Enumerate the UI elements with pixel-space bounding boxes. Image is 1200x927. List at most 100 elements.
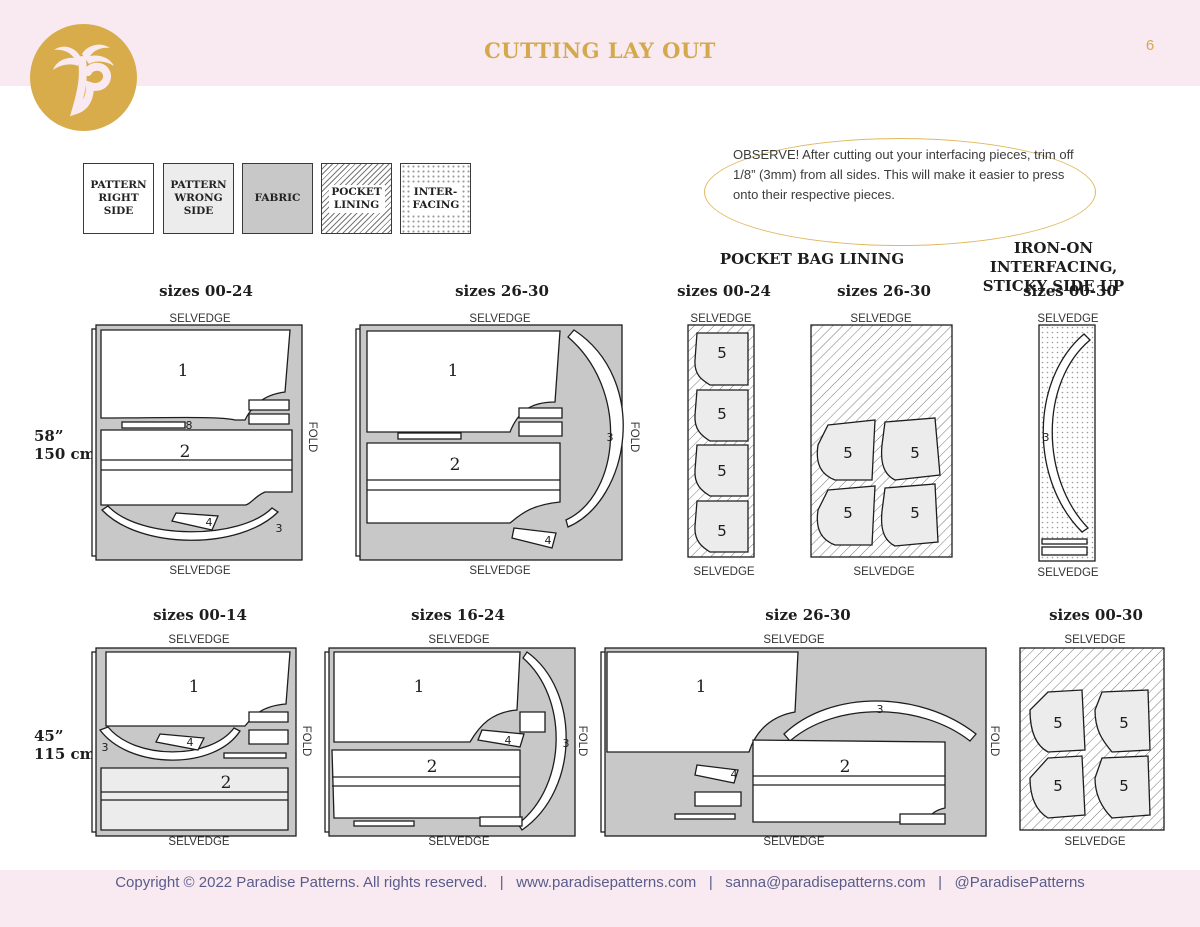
width-cm: 115 cm	[34, 745, 96, 763]
page-title: CUTTING LAY OUT	[484, 38, 716, 63]
width-inch: 45”	[34, 727, 64, 745]
piece-number: 1	[178, 361, 189, 381]
fold-label: FOLD	[576, 726, 588, 757]
layout-58-sizes-00-24	[91, 324, 303, 561]
observe-note: OBSERVE! After cutting out your interfac…	[733, 147, 1074, 202]
selvedge-label: SELVEDGE	[169, 313, 230, 325]
piece-number: 3	[102, 741, 109, 754]
page-number: 6	[1145, 37, 1155, 54]
piece-number: 5	[843, 504, 853, 522]
selvedge-label: SELVEDGE	[168, 836, 229, 848]
size-label: sizes 00-30	[1049, 606, 1143, 624]
legend-fabric: FABRIC	[242, 163, 313, 234]
piece-number: 5	[910, 444, 920, 462]
legend-label: PATTERN RIGHT SIDE	[90, 179, 147, 217]
piece-number: 5	[1119, 777, 1129, 795]
piece-number: 5	[717, 405, 727, 423]
selvedge-label: SELVEDGE	[428, 634, 489, 646]
fabric-width-58: 58” 150 cm	[34, 427, 96, 463]
selvedge-label: SELVEDGE	[850, 313, 911, 325]
selvedge-label: SELVEDGE	[1037, 313, 1098, 325]
selvedge-label: SELVEDGE	[469, 313, 530, 325]
piece-number: 4	[187, 736, 194, 749]
size-label: sizes 00-24	[159, 282, 253, 300]
size-label: sizes 00-30	[1023, 282, 1117, 300]
piece-number: 2	[180, 442, 191, 462]
footer-copyright: Copyright © 2022 Paradise Patterns. All …	[115, 874, 488, 891]
layout-pocket-lining-sizes-00-24	[687, 324, 755, 558]
piece-number: 4	[545, 534, 552, 547]
piece-number: 1	[696, 677, 707, 697]
selvedge-label: SELVEDGE	[1037, 567, 1098, 579]
observe-note-ellipse	[704, 138, 1096, 246]
piece-number: 2	[450, 455, 461, 475]
fabric-width-45: 45” 115 cm	[34, 727, 96, 763]
legend-label: INTER-FACING	[410, 184, 461, 213]
footer-website-link[interactable]: www.paradisepatterns.com	[516, 874, 697, 891]
selvedge-label: SELVEDGE	[469, 565, 530, 577]
piece-number: 1	[189, 677, 200, 697]
piece-number: 2	[221, 773, 232, 793]
piece-number: 5	[1053, 714, 1063, 732]
selvedge-label: SELVEDGE	[428, 836, 489, 848]
legend-label: PATTERN WRONG SIDE	[170, 179, 227, 217]
piece-number: 3	[1043, 431, 1050, 444]
layout-58-sizes-26-30	[355, 324, 624, 561]
selvedge-label: SELVEDGE	[853, 566, 914, 578]
size-label: sizes 00-14	[153, 606, 247, 624]
piece-number: 5	[843, 444, 853, 462]
layout-45-size-26-30	[600, 647, 987, 837]
brand-logo	[30, 24, 137, 131]
pocket-bag-lining-heading: POCKET BAG LINING	[719, 250, 905, 268]
layout-interfacing-sizes-00-30	[1038, 324, 1096, 562]
width-inch: 58”	[34, 427, 64, 445]
footer-separator: |	[938, 874, 942, 891]
fold-label: FOLD	[300, 726, 312, 757]
fold-label: FOLD	[306, 422, 318, 453]
legend-pattern-right-side: PATTERN RIGHT SIDE	[83, 163, 154, 234]
interfacing-heading: IRON-ON INTERFACING, STICKY SIDE UP	[982, 239, 1125, 295]
piece-number: 1	[414, 677, 425, 697]
selvedge-label: SELVEDGE	[1064, 634, 1125, 646]
selvedge-label: SELVEDGE	[690, 313, 751, 325]
piece-number: 4	[731, 768, 738, 781]
layout-45-sizes-00-14	[91, 647, 297, 837]
footer-band	[0, 870, 1200, 927]
fold-label: FOLD	[628, 422, 640, 453]
piece-number: 2	[427, 757, 438, 777]
piece-number: 3	[607, 431, 614, 444]
footer-social-handle[interactable]: @ParadisePatterns	[954, 874, 1085, 891]
piece-number: 5	[910, 504, 920, 522]
piece-number: 3	[276, 522, 283, 535]
size-label: sizes 26-30	[837, 282, 931, 300]
piece-number: 2	[840, 757, 851, 777]
piece-number: 5	[1053, 777, 1063, 795]
legend-interfacing: INTER-FACING	[400, 163, 471, 234]
selvedge-label: SELVEDGE	[693, 566, 754, 578]
piece-number: 3	[563, 737, 570, 750]
fold-label: FOLD	[988, 726, 1000, 757]
size-label: sizes 16-24	[411, 606, 505, 624]
layout-45-sizes-16-24	[324, 647, 576, 837]
selvedge-label: SELVEDGE	[763, 836, 824, 848]
selvedge-label: SELVEDGE	[168, 634, 229, 646]
piece-number: 5	[717, 522, 727, 540]
width-cm: 150 cm	[34, 445, 96, 463]
piece-number: 3	[877, 703, 884, 716]
layout-pocket-lining-sizes-26-30	[810, 324, 953, 558]
piece-number: 5	[717, 344, 727, 362]
piece-number: 5	[1119, 714, 1129, 732]
footer-separator: |	[708, 874, 713, 891]
selvedge-label: SELVEDGE	[763, 634, 824, 646]
legend-pocket-lining: POCKET LINING	[321, 163, 392, 234]
legend-label: FABRIC	[254, 192, 301, 204]
footer-email-link[interactable]: sanna@paradisepatterns.com	[725, 874, 926, 891]
layout-45-pocket-lining-sizes-00-30	[1019, 647, 1165, 831]
size-label: sizes 00-24	[677, 282, 771, 300]
size-label: size 26-30	[765, 606, 851, 624]
header-band	[0, 0, 1200, 86]
piece-number: 8	[186, 419, 193, 432]
footer-separator: |	[499, 874, 504, 891]
legend-label: POCKET LINING	[328, 184, 385, 213]
